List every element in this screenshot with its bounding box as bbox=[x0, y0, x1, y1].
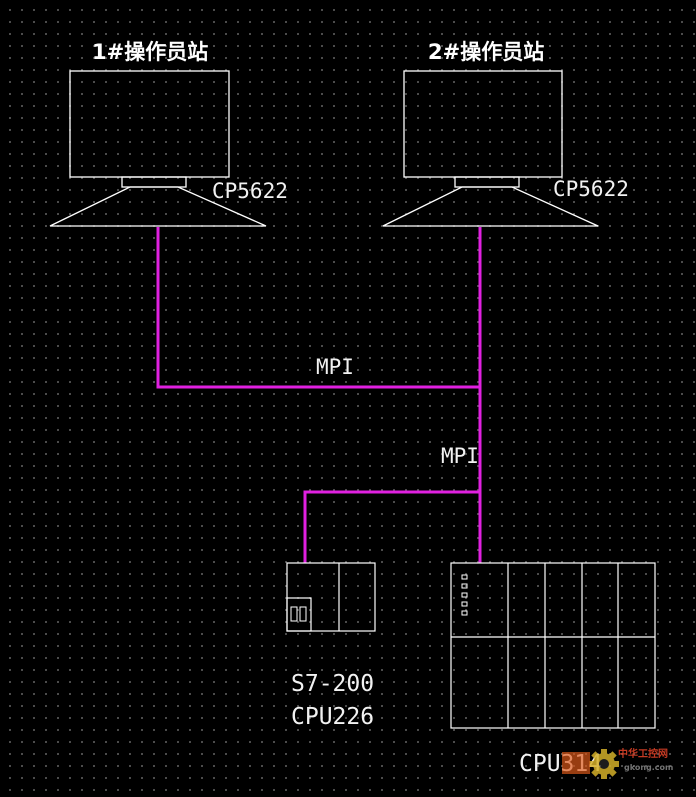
watermark-domain: gkong.com bbox=[624, 763, 673, 772]
s7-200-body bbox=[286, 562, 376, 632]
s7-200-model: S7-200 bbox=[291, 671, 374, 697]
mpi-cable-station-1 bbox=[156, 227, 480, 389]
s7-200-cpu: CPU226 bbox=[291, 704, 374, 730]
gear-icon bbox=[589, 749, 619, 779]
mpi-network: MPI MPI bbox=[156, 227, 482, 563]
mpi-label-mid: MPI bbox=[441, 444, 479, 468]
s7-300-body bbox=[450, 562, 656, 729]
operator-station-1: 1#操作员站 CP5622 bbox=[49, 40, 288, 227]
station-2-monitor-stand bbox=[454, 176, 520, 188]
s7-300-status-leds bbox=[461, 574, 468, 616]
mpi-label-top: MPI bbox=[316, 355, 354, 379]
station-1-monitor-stand bbox=[121, 176, 187, 188]
s7-300-rack: CPU314 bbox=[450, 562, 656, 777]
station-1-keyboard bbox=[49, 186, 267, 227]
station-1-title: 1#操作员站 bbox=[92, 40, 208, 64]
operator-station-2: 2#操作员站 CP5622 bbox=[382, 40, 629, 227]
station-2-title: 2#操作员站 bbox=[428, 40, 544, 64]
station-1-card-label: CP5622 bbox=[212, 179, 288, 203]
station-2-monitor bbox=[403, 70, 563, 178]
station-1-monitor bbox=[69, 70, 230, 178]
watermark-title: 中华工控网 bbox=[618, 747, 668, 760]
station-2-keyboard bbox=[382, 186, 599, 227]
s7-200-plc: S7-200 CPU226 bbox=[286, 562, 376, 730]
mpi-cable-s7-200 bbox=[303, 490, 480, 563]
s7-200-port bbox=[286, 597, 312, 632]
station-2-card-label: CP5622 bbox=[553, 177, 629, 201]
